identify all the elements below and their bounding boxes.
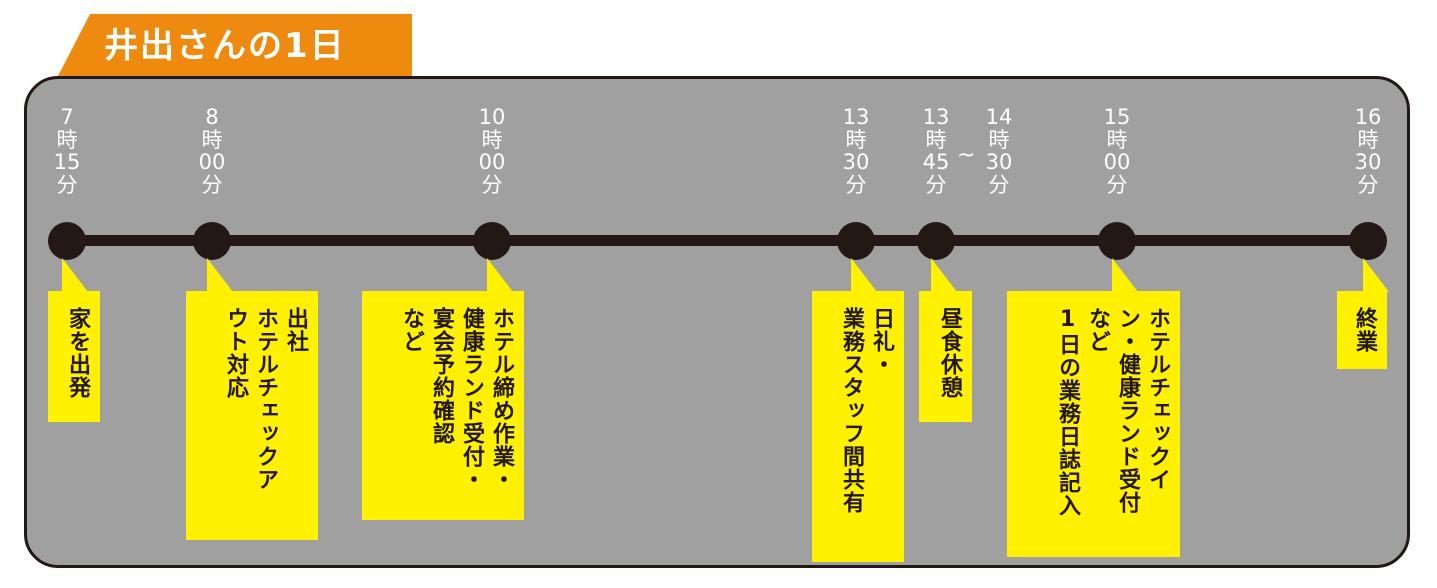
- timeline-dot: [1349, 222, 1387, 260]
- note-leave-home: 家を出発: [48, 291, 100, 422]
- range-tilde: ~: [957, 143, 976, 168]
- timeline-dot: [48, 222, 86, 260]
- timeline-dot: [1098, 222, 1136, 260]
- timeline-dot: [193, 222, 231, 260]
- timeline-dot: [473, 222, 511, 260]
- page-title: 井出さんの1日: [104, 26, 346, 66]
- timeline-axis: [66, 235, 1369, 246]
- note-closing-work: ホテル締め作業・健康ランド受付・宴会予約確認など: [362, 291, 524, 520]
- note-lunch-break: 昼食休憩: [919, 291, 972, 422]
- note-arrive-checkout: 出社ホテルチェックアウト対応: [186, 291, 318, 540]
- note-end-of-work: 終業: [1337, 291, 1387, 369]
- note-daily-meeting: 日礼・業務スタッフ間共有: [812, 291, 904, 562]
- timeline-dot: [837, 222, 875, 260]
- timeline-dot: [917, 222, 955, 260]
- title-tab: [58, 14, 412, 76]
